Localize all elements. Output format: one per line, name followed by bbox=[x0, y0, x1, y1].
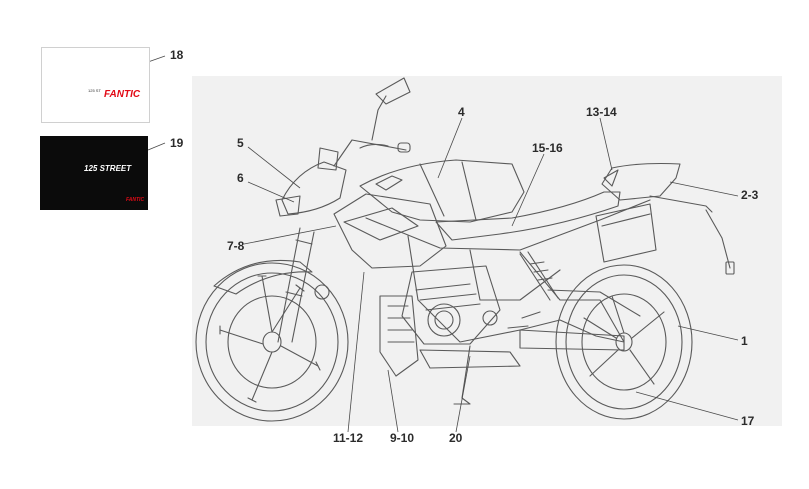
leader-lines bbox=[147, 55, 739, 433]
manual-model-label: 125 ST bbox=[88, 88, 101, 93]
callout-20: 20 bbox=[449, 431, 463, 445]
front-wheel bbox=[195, 262, 349, 422]
manual-brand-logo: FANTIC bbox=[126, 197, 145, 203]
callout-11-12: 11-12 bbox=[333, 431, 364, 445]
callout-18: 18 bbox=[170, 48, 184, 62]
manual-model-title: 125 STREET bbox=[84, 164, 132, 173]
diagram-background bbox=[192, 76, 782, 426]
callout-7-8: 7-8 bbox=[227, 239, 245, 253]
callout-15-16: 15-16 bbox=[532, 141, 563, 155]
manual-brand-logo: FANTIC bbox=[104, 89, 141, 100]
callout-6: 6 bbox=[237, 171, 244, 185]
callout-4: 4 bbox=[458, 105, 465, 119]
callout-13-14: 13-14 bbox=[586, 105, 617, 119]
rear-wheel bbox=[555, 264, 693, 420]
quick-guide-cover: 125 STREET FANTIC bbox=[40, 136, 148, 210]
user-manual-cover: FANTIC 125 ST bbox=[41, 47, 150, 123]
callout-1: 1 bbox=[741, 334, 748, 348]
callout-2-3: 2-3 bbox=[741, 188, 759, 202]
callout-17: 17 bbox=[741, 414, 755, 428]
callout-19: 19 bbox=[170, 136, 184, 150]
callout-9-10: 9-10 bbox=[390, 431, 415, 445]
callout-5: 5 bbox=[237, 136, 244, 150]
